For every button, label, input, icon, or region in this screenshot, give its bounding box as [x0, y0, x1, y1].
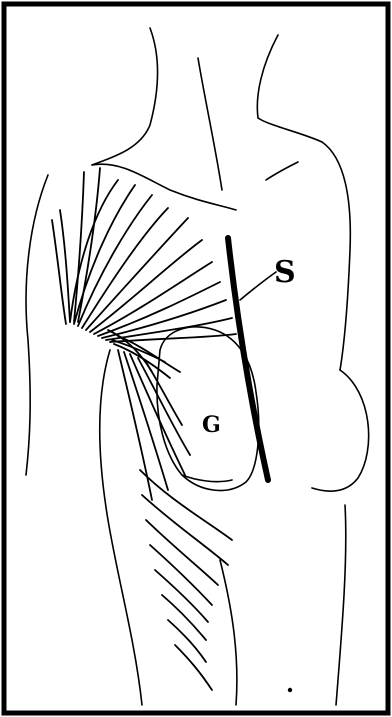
incision-label: S — [274, 255, 296, 290]
gland-label: G — [202, 412, 221, 438]
figure-border — [4, 4, 388, 713]
page-mark — [288, 688, 292, 692]
